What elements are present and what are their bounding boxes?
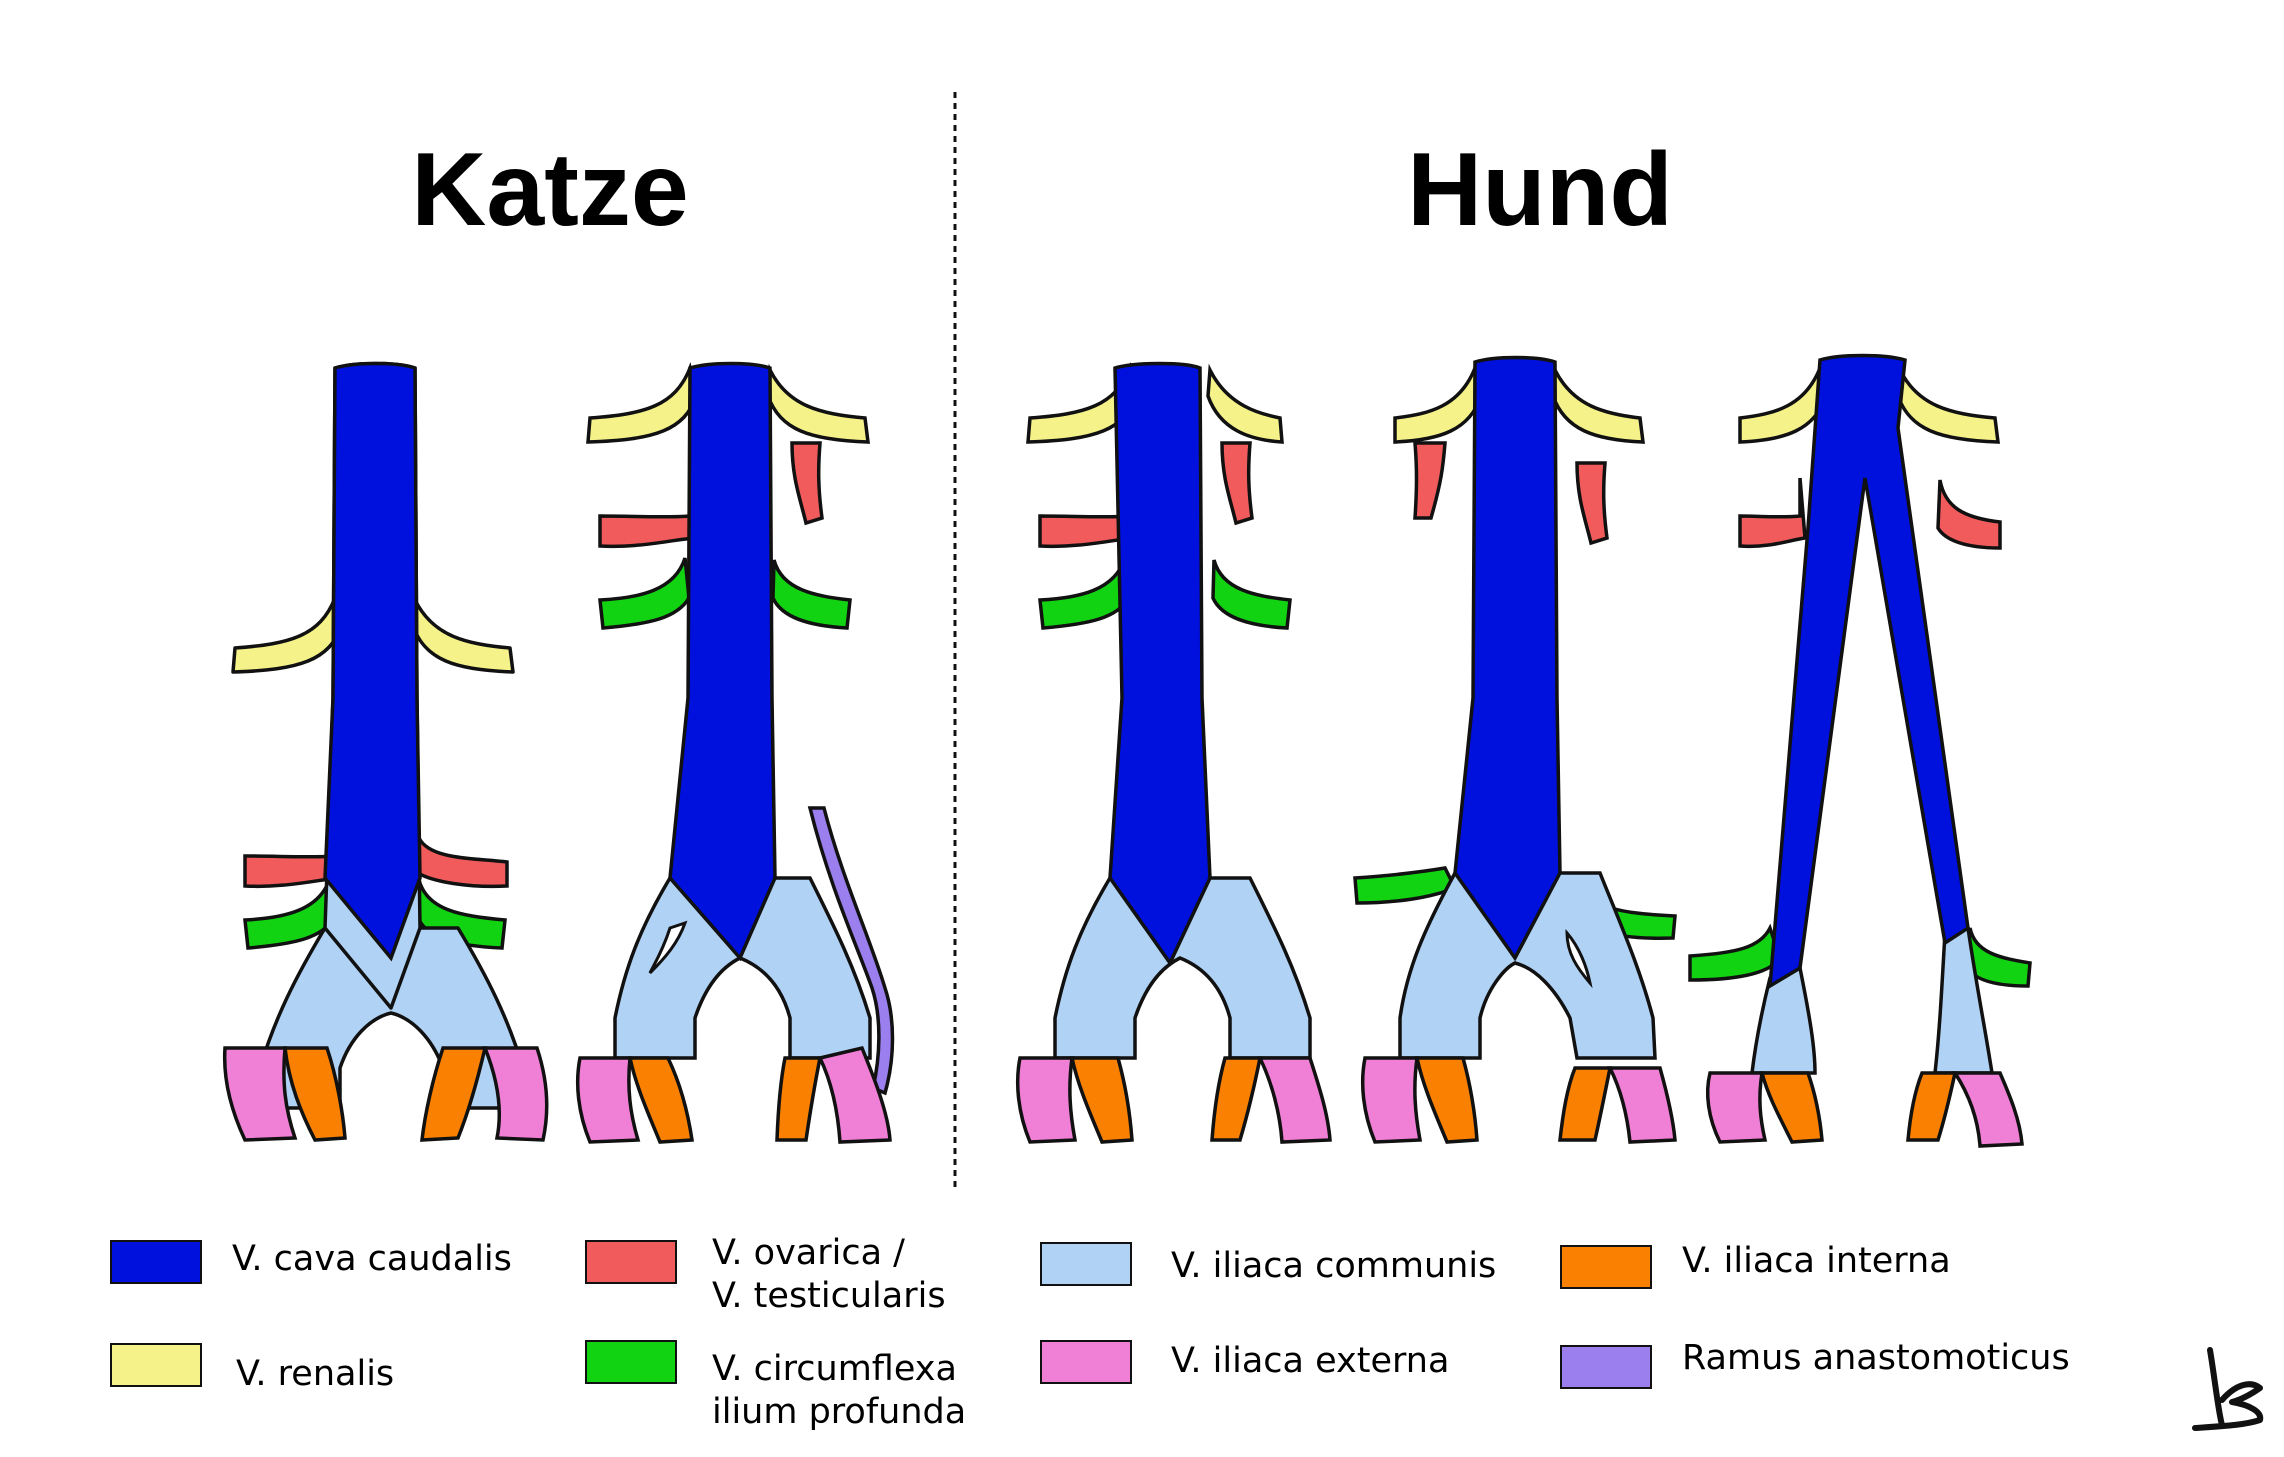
ovarian-branch-right — [416, 837, 509, 889]
swatch-interna — [1560, 1245, 1652, 1289]
legend-label: Ramus anastomoticus — [1682, 1338, 2070, 1378]
swatch-cava — [110, 1240, 202, 1284]
cava-caudalis — [1108, 361, 1212, 967]
iliac-legs — [1015, 1056, 1332, 1144]
iliac-legs — [575, 1045, 892, 1144]
renal-branch-left — [1738, 361, 1828, 444]
circumflexa-branch-left — [598, 557, 691, 630]
renal-branch-left — [1393, 361, 1483, 444]
cava-caudalis — [323, 361, 422, 962]
cava-caudalis-split — [1767, 353, 1970, 990]
circumflexa-branch-left — [1353, 866, 1458, 905]
title-hund: Hund — [1407, 132, 1673, 248]
ovarian-branch-right-high — [1575, 461, 1609, 546]
title-katze: Katze — [411, 132, 689, 248]
renal-branch-right — [1206, 363, 1284, 444]
swatch-externa — [1040, 1340, 1132, 1384]
circumflexa-branch-left — [1038, 557, 1131, 630]
katze-vein-2 — [575, 361, 895, 1144]
iliaca-communis — [1398, 871, 1657, 1060]
ovarian-branch-left-high — [1413, 441, 1447, 520]
foramen-right — [1565, 928, 1593, 989]
legend-label: V. iliaca interna — [1682, 1241, 1951, 1281]
iliac-legs — [222, 1046, 549, 1142]
ovarian-branch-left — [1038, 477, 1137, 549]
circumflexa-branch-right — [771, 559, 852, 630]
ovarian-branch-left — [598, 477, 697, 549]
renal-branch-right — [1551, 363, 1645, 444]
hund-vein-1 — [1015, 361, 1332, 1144]
renal-branch-right — [411, 598, 515, 674]
cava-caudalis — [1453, 355, 1562, 962]
legend-label: V. circumflexa ilium profunda — [712, 1349, 967, 1432]
hund-vein-2 — [1353, 355, 1677, 1144]
legend-label: V. ovarica / V. testicularis — [712, 1233, 946, 1316]
legend-label: V. renalis — [236, 1354, 395, 1394]
legend-label: V. iliaca communis — [1171, 1246, 1497, 1286]
circumflexa-branch-left — [1688, 923, 1782, 982]
renal-branch-left — [586, 361, 698, 444]
iliaca-communis — [1053, 876, 1312, 1060]
swatch-ovarica — [585, 1240, 677, 1284]
swatch-circumflexa — [585, 1340, 677, 1384]
swatch-anastomoticus — [1560, 1345, 1652, 1389]
ovarian-branch-left — [243, 817, 342, 889]
iliac-legs — [1360, 1056, 1677, 1144]
swatch-communis — [1040, 1242, 1132, 1286]
renal-branch-right — [766, 363, 870, 444]
ovarian-branch-left — [1738, 477, 1807, 549]
ovarian-branch-high — [1220, 441, 1254, 526]
renal-branch-right — [1896, 363, 2000, 444]
signature-icon — [2192, 1347, 2264, 1431]
ovarian-branch-right — [1936, 479, 2002, 550]
ovarian-branch-high — [790, 441, 824, 526]
iliaca-communis-left — [1750, 965, 1817, 1075]
circumflexa-branch-right — [1211, 559, 1292, 630]
foramen-left — [648, 920, 688, 975]
swatch-renalis — [110, 1343, 202, 1387]
katze-vein-1 — [222, 361, 549, 1142]
cava-caudalis — [668, 361, 777, 962]
legend-label: V. cava caudalis — [232, 1239, 512, 1279]
iliac-legs — [1705, 1071, 2024, 1148]
ramus-anastomoticus — [807, 806, 895, 1096]
legend-label: V. iliaca externa — [1171, 1341, 1450, 1381]
renal-branch-left — [231, 596, 343, 674]
hund-vein-3 — [1688, 353, 2032, 1148]
